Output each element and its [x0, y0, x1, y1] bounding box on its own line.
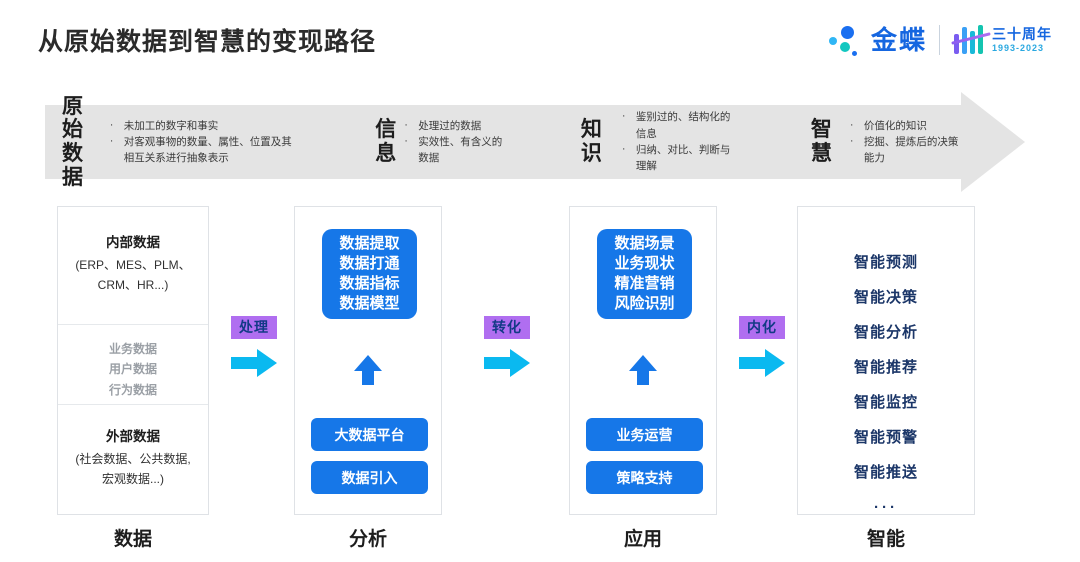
dikw-bullet: · 挖掘、提炼后的决策能力 — [850, 134, 963, 167]
brand-divider — [939, 25, 940, 55]
connector-transformation: 转化 — [472, 316, 542, 378]
kingdee-dots-icon — [825, 24, 859, 56]
dikw-bullet-text: 实效性、有含义的数据 — [418, 135, 503, 165]
right-arrow-icon — [472, 348, 542, 378]
column-analysis: 数据提取 数据打通 数据指标 数据模型 大数据平台 数据引入 — [294, 206, 442, 515]
dikw-bullet: · 归纳、对比、判断与理解 — [622, 142, 735, 175]
column-label-application: 应用 — [623, 529, 662, 550]
anniversary-mark-icon — [951, 23, 991, 57]
bullet-icon: · — [404, 118, 408, 131]
dikw-stage-information: 信 息 · 处理过的数据 · 实效性、有含义的数据 — [375, 105, 509, 179]
analysis-pill-1: 大数据平台 — [311, 418, 428, 451]
bullet-icon: · — [404, 134, 408, 147]
intelligence-item-ellipsis: ··· — [874, 499, 898, 516]
dikw-term-label: 信 息 — [375, 118, 397, 165]
brand-name: 金蝶 — [870, 25, 927, 55]
analysis-main-box: 数据提取 数据打通 数据指标 数据模型 — [322, 229, 417, 319]
dikw-bullet: · 价值化的知识 — [850, 118, 963, 134]
anniversary-label: 三十周年 — [992, 26, 1052, 42]
bullet-icon: · — [849, 134, 854, 147]
external-data-title: 外部数据 — [106, 429, 160, 444]
connector-internalization: 内化 — [727, 316, 797, 378]
dikw-stage-wisdom: 智 慧 · 价值化的知识 · 挖掘、提炼后的决策能力 — [811, 105, 963, 179]
external-data-section: 外部数据 (社会数据、公共数据, 宏观数据...) — [58, 405, 208, 514]
bullet-icon: · — [621, 143, 626, 155]
application-main-box: 数据场景 业务现状 精准营销 风险识别 — [597, 229, 692, 319]
connector-badge-label: 内化 — [739, 316, 785, 340]
connector-badge-label: 处理 — [231, 316, 277, 340]
page-title: 从原始数据到智慧的变现路径 — [38, 28, 377, 56]
connector-processing: 处理 — [219, 316, 289, 378]
intelligence-item: 智能推送 — [853, 464, 918, 481]
intelligence-item: 智能预警 — [853, 429, 918, 446]
application-pill-2: 策略支持 — [586, 461, 703, 494]
bullet-icon: · — [109, 118, 114, 131]
kingdee-brand-logo: 金蝶 三十周年 1993-2023 — [825, 20, 1052, 60]
data-type-list: 业务数据 用户数据 行为数据 — [58, 325, 208, 405]
column-label-intelligence: 智能 — [866, 529, 905, 550]
dikw-bullet: · 鉴别过的、结构化的信息 — [622, 109, 735, 142]
intelligence-item: 智能决策 — [853, 289, 918, 306]
anniversary-years: 1993-2023 — [992, 43, 1045, 53]
dikw-bullet: · 实效性、有含义的数据 — [404, 134, 509, 167]
connector-badge-label: 转化 — [484, 316, 530, 340]
dikw-bullet: · 处理过的数据 — [404, 118, 509, 134]
bullet-icon: · — [621, 110, 626, 123]
data-type-item: 行为数据 — [108, 382, 157, 397]
dikw-bullet-text: 价值化的知识 — [863, 119, 927, 132]
intelligence-item: 智能预测 — [853, 254, 918, 271]
dikw-bullet-text: 挖掘、提炼后的决策能力 — [863, 135, 959, 165]
dikw-bullet-text: 归纳、对比、判断与理解 — [635, 144, 731, 173]
internal-data-title: 内部数据 — [106, 235, 160, 250]
data-type-item: 业务数据 — [108, 342, 157, 356]
intelligence-item: 智能监控 — [853, 394, 918, 411]
intelligence-item: 智能推荐 — [853, 359, 918, 376]
dikw-term-label: 智 慧 — [810, 118, 832, 165]
dikw-bullet: · 未加工的数字和事实 — [110, 118, 302, 134]
anniversary-badge: 三十周年 1993-2023 — [951, 23, 1052, 57]
right-arrow-icon — [219, 348, 289, 378]
bullet-icon: · — [109, 134, 114, 147]
internal-data-subtitle: (ERP、MES、PLM、 CRM、HR...) — [75, 258, 191, 292]
dikw-bullet-text: 鉴别过的、结构化的信息 — [635, 111, 731, 140]
column-data: 内部数据 (ERP、MES、PLM、 CRM、HR...) 业务数据 用户数据 … — [57, 206, 209, 515]
bullet-icon: · — [849, 118, 854, 131]
dikw-bullet-text: 未加工的数字和事实 — [123, 119, 219, 132]
dikw-term-label: 知 识 — [580, 118, 602, 165]
internal-data-section: 内部数据 (ERP、MES、PLM、 CRM、HR...) — [58, 207, 208, 325]
column-label-analysis: 分析 — [348, 529, 387, 550]
up-arrow-icon — [626, 353, 660, 387]
dikw-bullet-text: 处理过的数据 — [418, 119, 482, 132]
column-label-data: 数据 — [113, 529, 152, 550]
external-data-subtitle: (社会数据、公共数据, 宏观数据...) — [75, 452, 191, 486]
up-arrow-icon — [351, 353, 385, 387]
dikw-bullet: · 对客观事物的数量、属性、位置及其相互关系进行抽象表示 — [110, 134, 302, 167]
dikw-stage-knowledge: 知 识 · 鉴别过的、结构化的信息 · 归纳、对比、判断与理解 — [581, 105, 735, 179]
data-type-item: 用户数据 — [108, 362, 157, 377]
dikw-bullet-text: 对客观事物的数量、属性、位置及其相互关系进行抽象表示 — [123, 135, 292, 165]
dikw-term-label: 原始 数据 — [62, 94, 83, 189]
banner-body-shape — [45, 105, 963, 179]
analysis-pill-2: 数据引入 — [311, 461, 428, 494]
dikw-stage-data: 原始 数据 · 未加工的数字和事实 · 对客观事物的数量、属性、位置及其相互关系… — [62, 95, 302, 189]
intelligence-capability-list: 智能预测 智能决策 智能分析 智能推荐 智能监控 智能预警 智能推送 ··· — [798, 207, 974, 515]
right-arrow-icon — [727, 348, 797, 378]
column-intelligence: 智能预测 智能决策 智能分析 智能推荐 智能监控 智能预警 智能推送 ··· — [797, 206, 975, 515]
dikw-banner: 原始 数据 · 未加工的数字和事实 · 对客观事物的数量、属性、位置及其相互关系… — [45, 92, 1025, 192]
intelligence-item: 智能分析 — [853, 324, 918, 341]
banner-arrowhead-shape — [961, 92, 1025, 192]
column-application: 数据场景 业务现状 精准营销 风险识别 业务运营 策略支持 — [569, 206, 717, 515]
application-pill-1: 业务运营 — [586, 418, 703, 451]
